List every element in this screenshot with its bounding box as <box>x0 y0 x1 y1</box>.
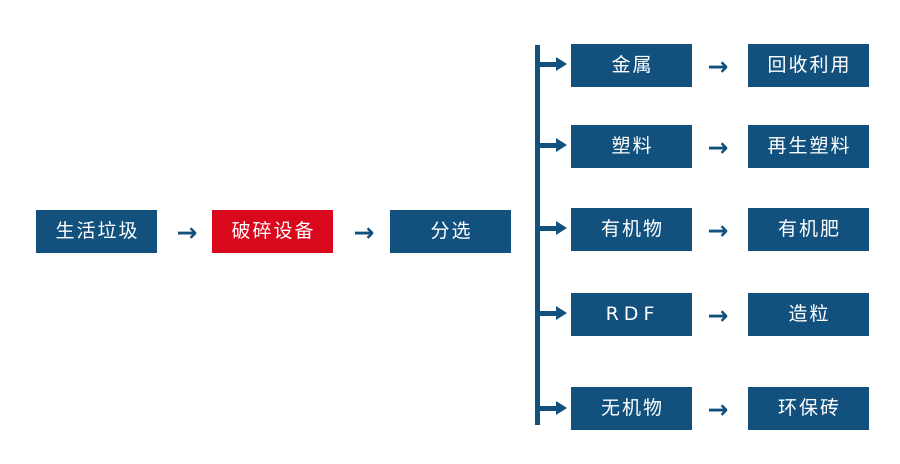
node-product-recycle[interactable]: 回收利用 <box>748 44 869 87</box>
branch-arrowhead-rdf <box>556 306 567 320</box>
node-product-recycled-plastic[interactable]: 再生塑料 <box>748 125 869 168</box>
arrow-inorganic-to-product: → <box>700 395 736 423</box>
node-sorting-label: 分选 <box>430 220 473 242</box>
arrow-crusher-to-sorting: → <box>346 218 382 246</box>
branch-arrowhead-metal <box>556 57 567 71</box>
arrow-right-icon: → <box>707 51 729 81</box>
node-waste[interactable]: 生活垃圾 <box>36 210 157 253</box>
node-material-inorganic[interactable]: 无机物 <box>571 387 692 430</box>
node-product-pelletizing-label: 造粒 <box>788 303 831 325</box>
node-material-rdf-label: RDF <box>605 303 660 325</box>
branch-arrowhead-organic <box>556 221 567 235</box>
branch-stub-organic <box>535 226 558 231</box>
branch-arrowhead-inorganic <box>556 401 567 415</box>
node-material-metal-label: 金属 <box>611 54 654 76</box>
node-crusher[interactable]: 破碎设备 <box>212 210 333 253</box>
branch-spine <box>535 45 540 425</box>
branch-stub-rdf <box>535 311 558 316</box>
node-product-eco-brick[interactable]: 环保砖 <box>748 387 869 430</box>
arrow-right-icon: → <box>707 215 729 245</box>
arrow-waste-to-crusher: → <box>169 218 205 246</box>
node-product-organic-fertilizer[interactable]: 有机肥 <box>748 208 869 251</box>
arrow-right-icon: → <box>353 217 375 247</box>
branch-stub-metal <box>535 62 558 67</box>
node-material-inorganic-label: 无机物 <box>600 397 664 419</box>
branch-stub-inorganic <box>535 406 558 411</box>
node-product-recycle-label: 回收利用 <box>767 54 852 76</box>
branch-arrowhead-plastic <box>556 138 567 152</box>
arrow-right-icon: → <box>176 217 198 247</box>
arrow-rdf-to-product: → <box>700 301 736 329</box>
arrow-right-icon: → <box>707 394 729 424</box>
arrow-organic-to-product: → <box>700 216 736 244</box>
node-product-recycled-plastic-label: 再生塑料 <box>767 135 852 157</box>
branch-stub-plastic <box>535 143 558 148</box>
node-material-organic-label: 有机物 <box>600 218 664 240</box>
node-material-rdf[interactable]: RDF <box>571 293 692 336</box>
arrow-right-icon: → <box>707 300 729 330</box>
node-crusher-label: 破碎设备 <box>231 220 316 242</box>
node-product-eco-brick-label: 环保砖 <box>777 397 841 419</box>
node-material-organic[interactable]: 有机物 <box>571 208 692 251</box>
node-product-pelletizing[interactable]: 造粒 <box>748 293 869 336</box>
node-sorting[interactable]: 分选 <box>390 210 511 253</box>
node-waste-label: 生活垃圾 <box>55 220 140 242</box>
node-material-plastic-label: 塑料 <box>611 135 654 157</box>
node-product-organic-fertilizer-label: 有机肥 <box>777 218 841 240</box>
arrow-plastic-to-product: → <box>700 133 736 161</box>
arrow-right-icon: → <box>707 132 729 162</box>
node-material-metal[interactable]: 金属 <box>571 44 692 87</box>
node-material-plastic[interactable]: 塑料 <box>571 125 692 168</box>
arrow-metal-to-product: → <box>700 52 736 80</box>
